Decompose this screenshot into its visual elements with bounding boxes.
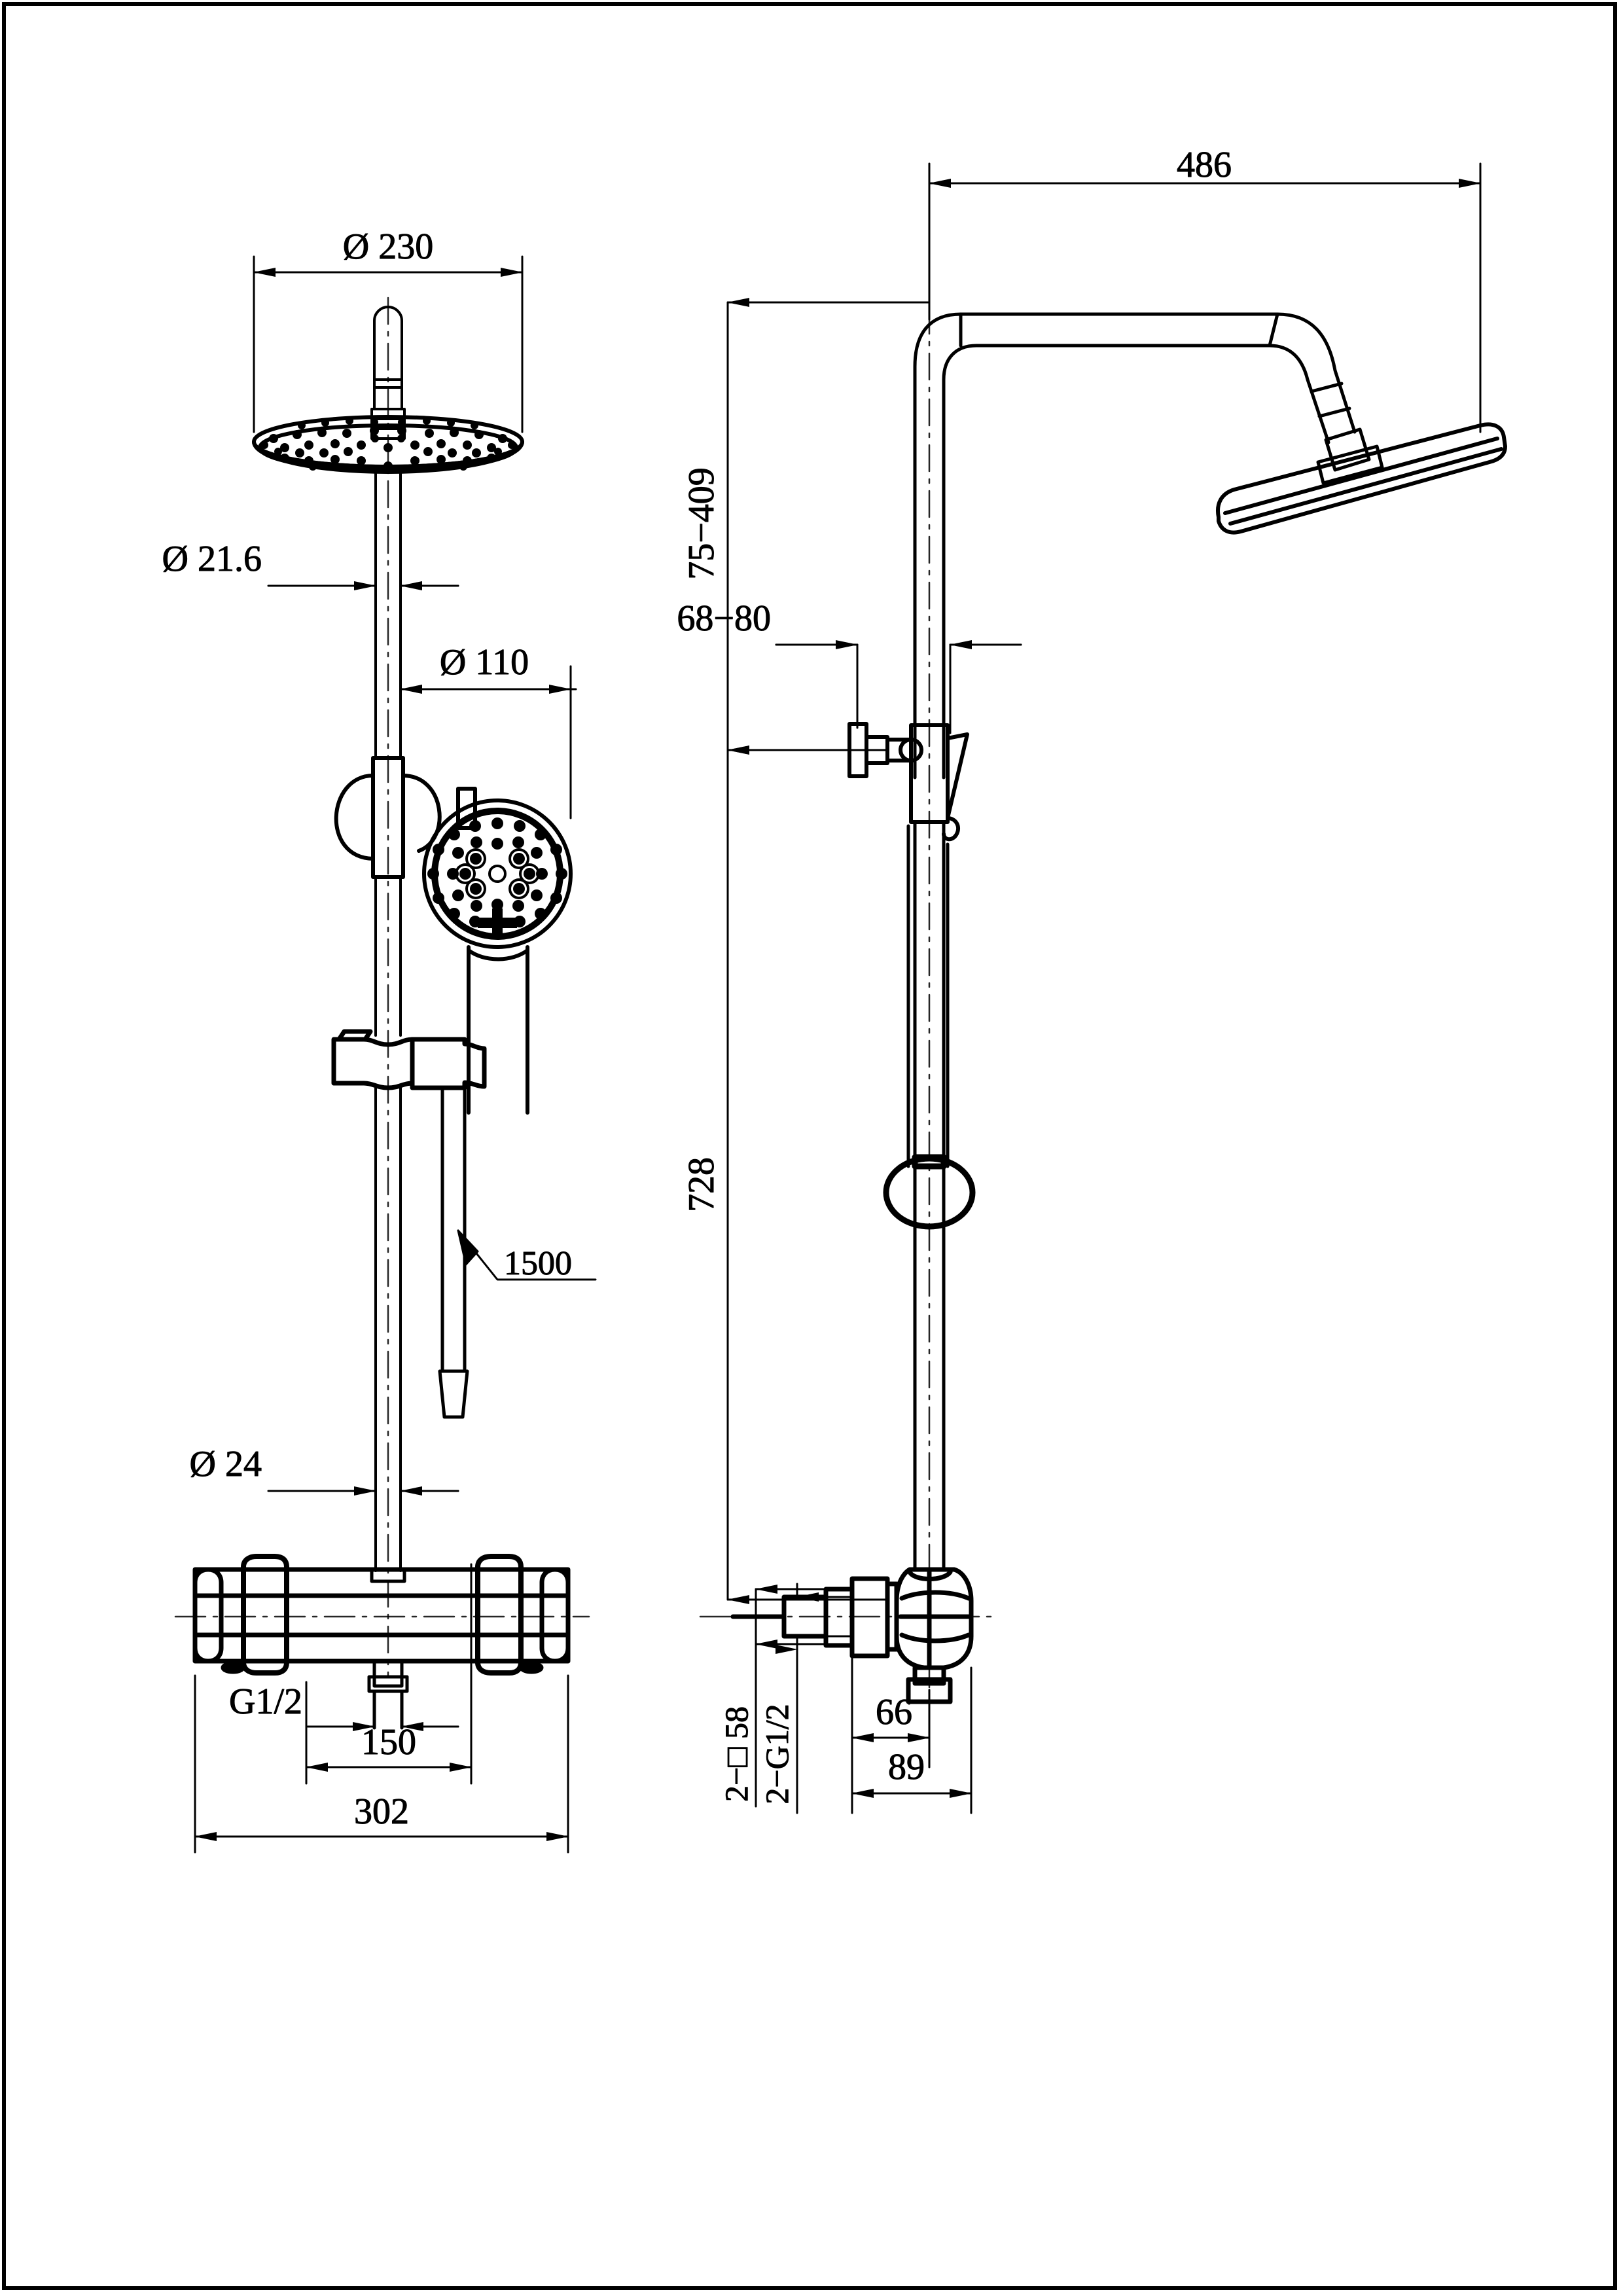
- dim-hose-length: 1500: [504, 1245, 572, 1282]
- dimension-overhead-dia: [253, 255, 524, 433]
- dimension-handshower-dia: [399, 665, 577, 819]
- dim-riser-upper-dia: Ø 21.6: [162, 539, 262, 579]
- mixer-inlet-spigot: [367, 1659, 409, 1730]
- side-riser-tube: [913, 751, 946, 780]
- overhead-shower-stem: [373, 306, 403, 410]
- hand-shower-nozzles: [427, 817, 567, 939]
- dim-overhead-dia: Ø 230: [343, 226, 433, 267]
- hose-leader: [457, 1229, 597, 1281]
- mixer-handles: [241, 1554, 524, 1676]
- dim-inlet-thread: G1/2: [229, 1681, 302, 1722]
- dimension-inlet-projection-long: [851, 1655, 972, 1814]
- overhead-shower-nozzles: [260, 417, 516, 473]
- overhead-head-mount: [1316, 427, 1384, 485]
- slider-bracket: [331, 1029, 487, 1090]
- hand-shower: [422, 787, 573, 1115]
- shower-arm: [913, 312, 1357, 755]
- dim-inlet-projection-long: 89: [888, 1747, 925, 1787]
- dim-inlet-thread-qty: 2−G1/2: [758, 1704, 795, 1804]
- dim-mixer-width: 302: [354, 1791, 409, 1832]
- dim-arm-reach: 486: [1177, 145, 1232, 185]
- mixer-feet: [221, 1661, 544, 1674]
- side-slider-ring: [883, 1154, 976, 1230]
- dim-inlet-centers: 150: [361, 1722, 416, 1763]
- riser-tube-mid: [374, 876, 402, 1037]
- dim-inlet-projection-short: 66: [876, 1692, 912, 1732]
- dim-mounting-centers: 2−□ 58: [718, 1706, 755, 1802]
- mixer-riser-socket: [370, 1568, 406, 1583]
- dimension-head-height-range: [726, 298, 931, 755]
- dim-riser-lower-dia: Ø 24: [190, 1444, 262, 1484]
- side-wall-bracket: [847, 722, 969, 842]
- dimension-mounting-centers: [755, 1585, 853, 1808]
- dimension-inlet-centers: [305, 1563, 473, 1785]
- riser-tube-upper: [374, 465, 402, 757]
- dimension-arm-reach: [928, 162, 1482, 433]
- dim-riser-height: 728: [681, 1157, 722, 1212]
- dim-head-height-range: 75−409: [681, 467, 722, 580]
- dimension-inlet-thread-qty: [776, 1583, 853, 1814]
- dim-handshower-dia: Ø 110: [440, 642, 529, 683]
- dimension-mixer-width: [194, 1674, 569, 1854]
- thermostatic-mixer-body: [192, 1567, 571, 1664]
- dimension-riser-height: [726, 745, 889, 1604]
- dimension-wall-projection: [775, 640, 1022, 734]
- side-riser-lower: [906, 820, 950, 1571]
- dim-wall-projection: 68−80: [677, 598, 771, 639]
- side-mixer-body: [894, 1567, 974, 1670]
- overhead-shower-head-side: [1216, 422, 1507, 535]
- shower-hose: [438, 1086, 469, 1419]
